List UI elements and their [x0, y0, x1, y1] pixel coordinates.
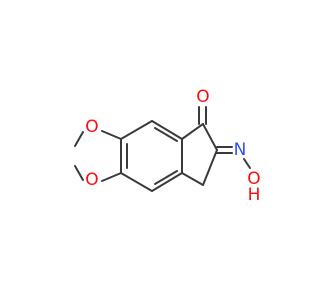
bond-ch2-ring: [181, 172, 204, 186]
bond-ring-dioxole-o1: [101, 130, 122, 140]
oxime-nitrogen-label: N: [234, 140, 247, 160]
dioxole-oxygen-top-label: O: [85, 117, 98, 137]
ketone-oxygen-label: O: [196, 87, 209, 107]
hydroxyl-oxygen-label: O: [247, 169, 260, 189]
bond-ring-c6-c1: [120, 120, 153, 140]
bond-nitrogen-oxygen: [243, 158, 251, 169]
bond-methylene-o2: [74, 165, 84, 181]
bond-ring-carbonyl-carbon: [181, 123, 204, 140]
hydroxyl-hydrogen-label: H: [248, 185, 261, 205]
molecule-structure: O O O N O H: [74, 87, 261, 205]
bond-o2-ring: [101, 172, 122, 182]
bond-ring-c4-c5: [120, 172, 153, 192]
bonds-layer: [74, 106, 251, 192]
atom-labels-layer: O O O N O H: [85, 87, 260, 205]
bond-oxime-carbon-ch2: [202, 149, 218, 186]
bond-aromatic-inner-1: [154, 127, 178, 142]
dioxole-oxygen-bottom-label: O: [85, 170, 98, 190]
bond-o1-methylene: [74, 131, 84, 147]
bond-carbonyl-oxime-carbon: [202, 123, 218, 151]
bond-aromatic-inner-2: [154, 170, 178, 185]
bond-ring-c1-c2: [151, 120, 183, 140]
bond-ring-c3-c4: [151, 172, 183, 192]
